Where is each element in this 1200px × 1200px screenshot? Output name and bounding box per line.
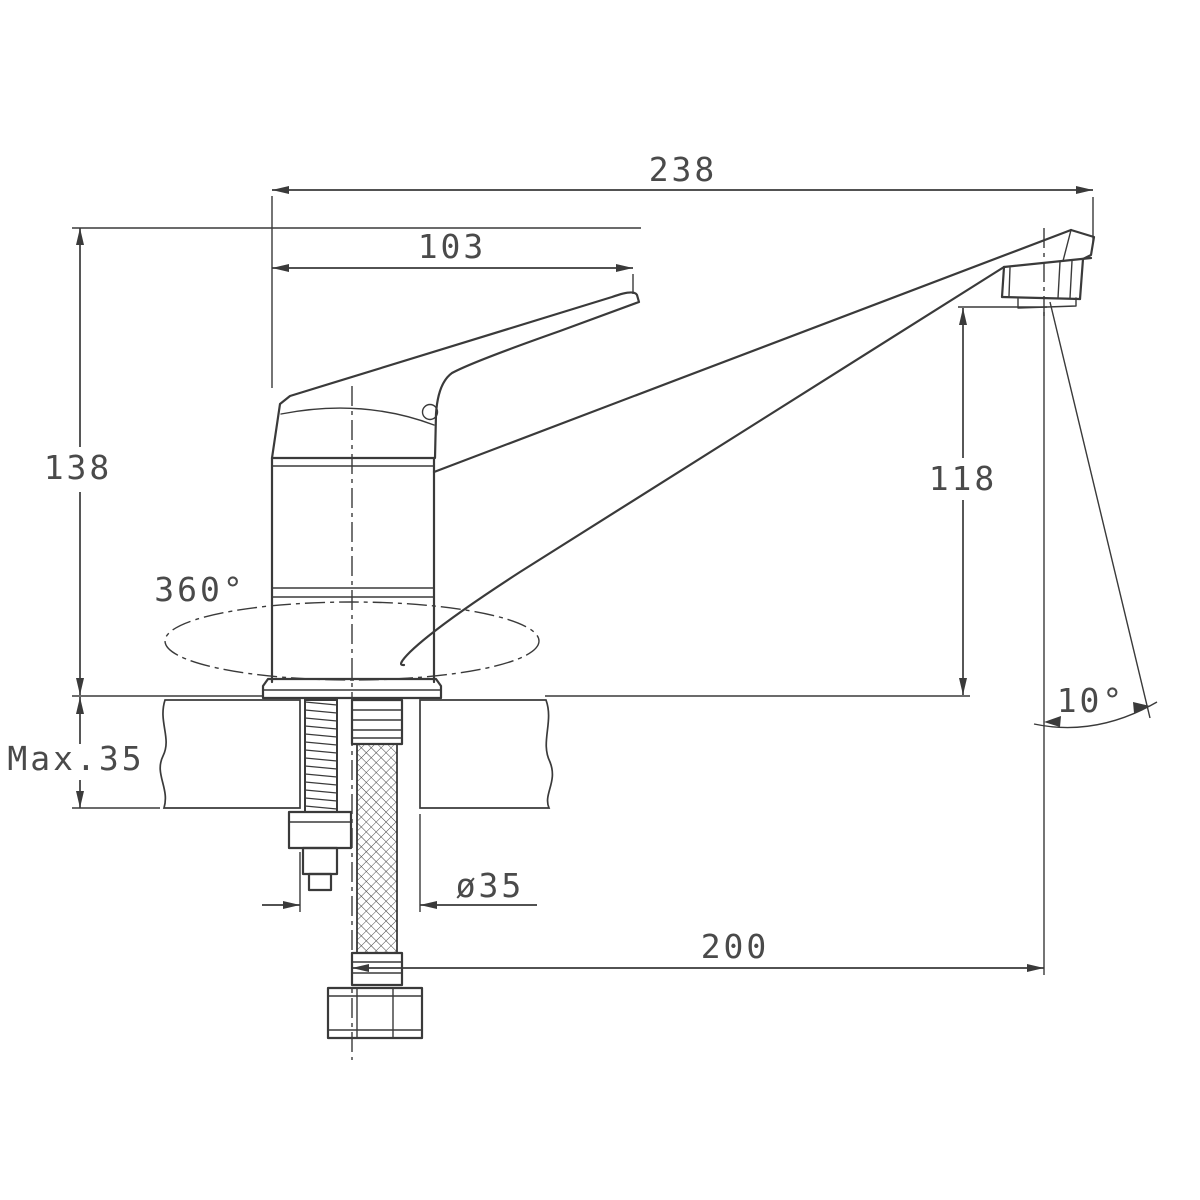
countertop-right-slab (419, 699, 554, 809)
threaded-stud (304, 699, 338, 813)
dimension-103: 103 (272, 227, 634, 294)
dimension-238: 238 (271, 150, 1094, 388)
handle-joint-line (280, 407, 435, 426)
dimension-200-label: 200 (701, 927, 770, 966)
dimension-10deg-label: 10° (1057, 681, 1126, 720)
hose-braid (356, 743, 398, 954)
dimension-dia35: ø35 (262, 814, 537, 912)
dimension-118-label: 118 (929, 459, 998, 498)
mounting-nut (287, 810, 353, 892)
dimension-138-label: 138 (44, 448, 113, 487)
body-base-flange (261, 677, 443, 700)
swivel-spout (400, 228, 1096, 667)
supply-hose (350, 698, 404, 987)
dimension-238-label: 238 (649, 150, 718, 189)
faucet-assembly (261, 228, 1096, 700)
mixer-body (261, 456, 443, 700)
dimension-200: 200 (352, 312, 1045, 975)
mounting-hardware (287, 698, 424, 1040)
hex-nut (326, 986, 424, 1040)
countertop-left-slab (159, 699, 301, 809)
dimension-360-label: 360° (154, 570, 245, 609)
centerlines (164, 228, 1045, 1060)
aerator-head (1000, 256, 1093, 309)
dimension-138: 138 (44, 227, 641, 697)
countertop-section (159, 699, 554, 809)
dimension-max35-label: Max.35 (7, 739, 144, 778)
dimension-360: 360° (154, 570, 245, 609)
handle-screw-icon (421, 403, 439, 421)
dimension-103-label: 103 (418, 227, 487, 266)
dimension-max35: Max.35 (7, 697, 160, 809)
lever-handle (270, 291, 641, 460)
dimension-10deg: 10° (1033, 301, 1158, 729)
dimension-dia35-label: ø35 (456, 866, 525, 905)
dimension-118: 118 (545, 306, 1047, 697)
